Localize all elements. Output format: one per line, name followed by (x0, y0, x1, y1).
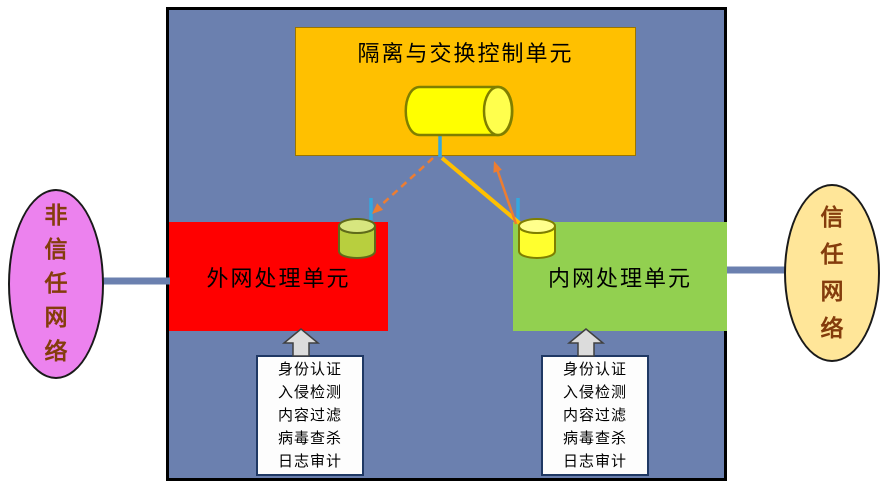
security-function-item: 身份认证 (562, 360, 627, 378)
security-function-item: 内容过滤 (277, 406, 342, 424)
security-function-item: 入侵检测 (562, 383, 627, 401)
security-function-item: 日志审计 (562, 452, 627, 470)
untrusted-network-label-char: 任 (44, 271, 68, 296)
internal-network-unit-box: 内网处理单元 (513, 222, 727, 331)
control-unit-box: 隔离与交换控制单元 (295, 27, 636, 156)
security-function-item: 入侵检测 (277, 383, 342, 401)
external-network-unit-box: 外网处理单元 (169, 222, 388, 331)
trusted-network-label-char: 络 (820, 316, 844, 341)
external-network-unit-label: 外网处理单元 (206, 266, 351, 292)
trusted-network-ellipse: 信 任 网 络 (784, 184, 880, 362)
untrusted-network-label-char: 网 (44, 305, 68, 330)
security-function-item: 日志审计 (277, 452, 342, 470)
security-function-item: 病毒查杀 (562, 429, 627, 447)
internal-network-unit-label: 内网处理单元 (547, 266, 692, 292)
untrusted-network-label-char: 非 (44, 203, 68, 228)
trusted-network-label-char: 网 (820, 279, 844, 304)
control-unit-label: 隔离与交换控制单元 (357, 42, 574, 67)
internal-security-functions-box: 身份认证 入侵检测 内容过滤 病毒查杀 日志审计 (541, 355, 649, 476)
security-function-item: 病毒查杀 (277, 429, 342, 447)
trusted-network-label-char: 任 (820, 242, 844, 267)
untrusted-network-label-char: 信 (44, 237, 68, 262)
security-function-item: 身份认证 (277, 360, 342, 378)
trusted-network-label-char: 信 (820, 205, 844, 230)
security-function-item: 内容过滤 (562, 406, 627, 424)
external-security-functions-box: 身份认证 入侵检测 内容过滤 病毒查杀 日志审计 (256, 355, 364, 476)
untrusted-network-ellipse: 非 信 任 网 络 (8, 189, 104, 379)
untrusted-network-label-char: 络 (44, 339, 68, 364)
